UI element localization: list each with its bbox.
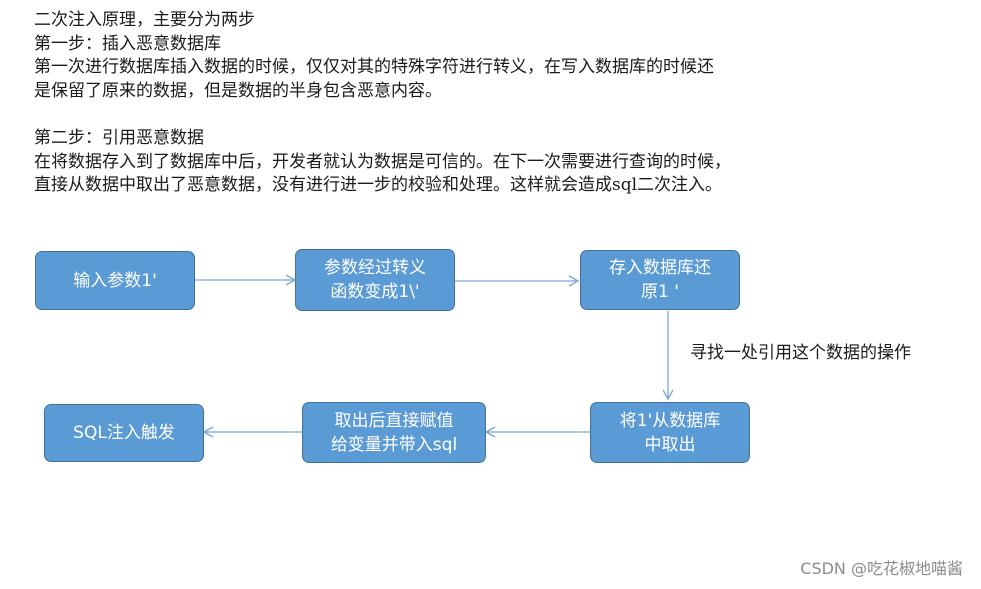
flow-box-store-db: 存入数据库还 原1 ' <box>580 250 740 310</box>
flow-box-escape-line1: 参数经过转义 <box>324 258 426 278</box>
step1-heading: 第一步：插入恶意数据库 <box>34 33 221 54</box>
step2-text-line1: 在将数据存入到了数据库中后，开发者就认为数据是可信的。在下一次需要进行查询的时候… <box>34 151 731 172</box>
flow-box-fetch-db-line2: 中取出 <box>644 434 696 455</box>
flow-box-fetch-db: 将1'从数据库 中取出 <box>590 402 750 463</box>
flow-box-store-db-line2: 原1 ' <box>641 282 679 302</box>
intro-text: 二次注入原理，主要分为两步 第一步：插入恶意数据库 第一次进行数据库插入数据的时… <box>34 9 934 198</box>
flow-box-escape-line2: 函数变成1\' <box>330 282 420 302</box>
step1-text-line2: 是保留了原来的数据，但是数据的半身包含恶意内容。 <box>34 80 442 101</box>
flow-box-assign-var-line2: 给变量并带入sql <box>330 434 458 455</box>
flow-box-store-db-line1: 存入数据库还 <box>609 258 711 278</box>
step2-text-line2: 直接从数据中取出了恶意数据，没有进行进一步的校验和处理。这样就会造成sql二次注… <box>34 175 723 196</box>
flow-box-fetch-db-line1: 将1'从数据库 <box>619 410 721 431</box>
flow-box-assign-var-line1: 取出后直接赋值 <box>334 410 454 431</box>
flow-box-assign-var: 取出后直接赋值 给变量并带入sql <box>302 402 486 463</box>
flow-box-input-param-label: 输入参数1' <box>73 270 157 291</box>
step2-heading: 第二步：引用恶意数据 <box>34 127 204 148</box>
flow-box-input-param: 输入参数1' <box>35 251 195 310</box>
flow-box-escape: 参数经过转义 函数变成1\' <box>295 249 455 311</box>
intro-title: 二次注入原理，主要分为两步 <box>34 10 255 30</box>
flow-box-sqli-trigger: SQL注入触发 <box>44 404 204 462</box>
watermark: CSDN @吃花椒地喵酱 <box>800 559 963 578</box>
arrow-label-find-reference: 寻找一处引用这个数据的操作 <box>690 343 911 363</box>
step1-text-line1: 第一次进行数据库插入数据的时候，仅仅对其的特殊字符进行转义，在写入数据库的时候还 <box>34 57 714 78</box>
flow-box-sqli-trigger-label: SQL注入触发 <box>73 423 175 443</box>
